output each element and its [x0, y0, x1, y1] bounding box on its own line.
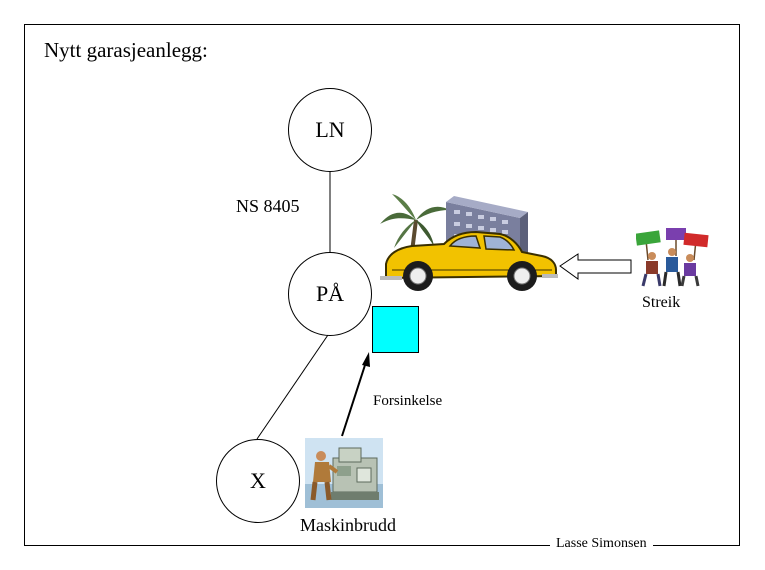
edge-paa-x: [256, 331, 331, 440]
task-box: [372, 306, 419, 353]
node-paa: PÅ: [288, 252, 372, 336]
strike-arrow: [559, 253, 632, 280]
label-standard: NS 8405: [236, 196, 300, 216]
machine-icon: [331, 447, 379, 500]
label-forsinkelse: Forsinkelse: [373, 393, 443, 409]
node-x: X: [216, 439, 300, 523]
worker-icon: [310, 451, 339, 501]
delay-arrow: [341, 361, 367, 437]
node-ln: LN: [288, 88, 372, 172]
machine-worker-clipart-icon: [305, 438, 383, 508]
strikers-clipart-icon: [636, 228, 709, 287]
label-streik: Streik: [642, 294, 681, 311]
palm-tree-icon: [380, 194, 450, 269]
delay-arrowhead: [362, 352, 370, 367]
car-building-clipart: [380, 194, 558, 291]
label-maskinbrudd: Maskinbrudd: [300, 515, 396, 535]
slide-frame: [24, 24, 740, 546]
footer-author: Lasse Simonsen: [550, 536, 653, 552]
car-clipart-icon: [380, 230, 558, 291]
slide-title: Nytt garasjeanlegg:: [44, 38, 208, 62]
